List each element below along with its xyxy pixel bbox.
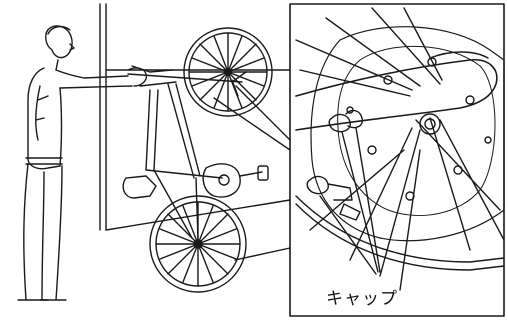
cap-callout-label: キャップ [326, 284, 398, 309]
person-figure [18, 26, 146, 300]
bicycle [123, 28, 272, 292]
detail-inset [290, 4, 504, 316]
